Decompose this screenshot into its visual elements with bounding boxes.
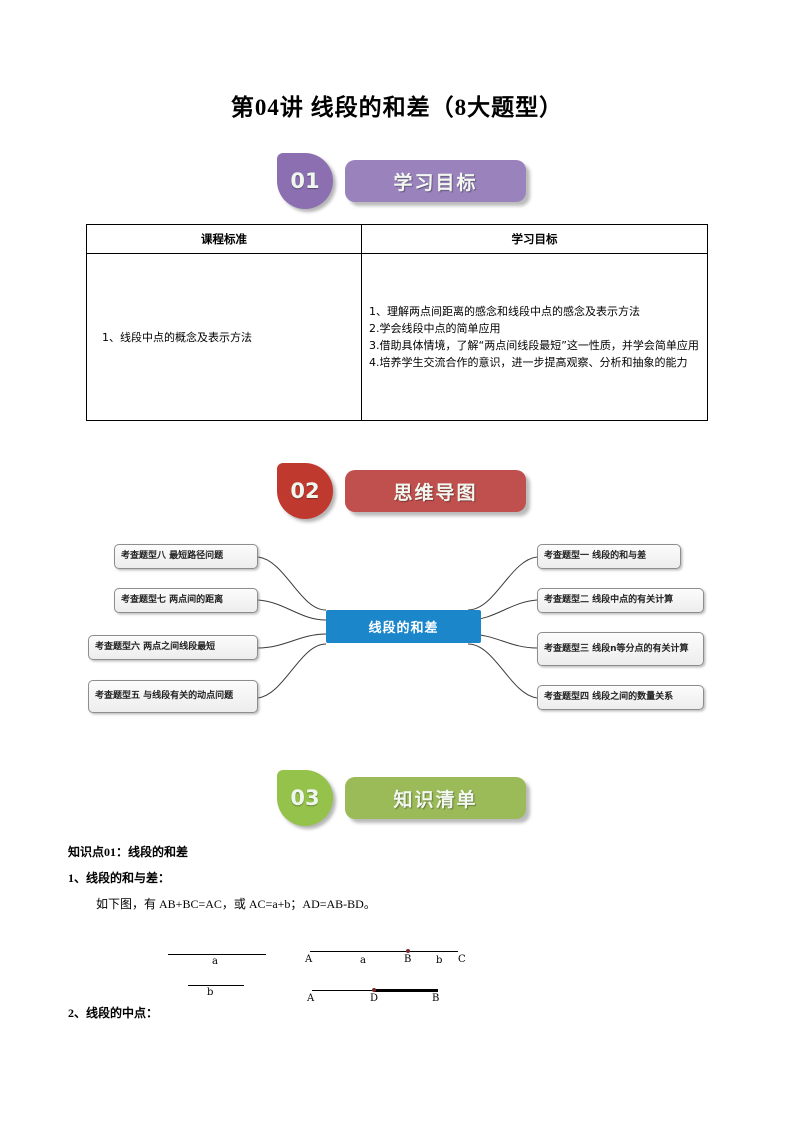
mindmap-node-right-3[interactable]: 考查题型三 线段n等分点的有关计算 — [537, 632, 704, 666]
page-title: 第04讲 线段的和差（8大题型） — [230, 95, 564, 120]
section-badge-02: 02 — [277, 463, 333, 519]
knowledge-item1-text: 如下图，有 AB+BC=AC，或 AC=a+b；AD=AB-BD。 — [96, 897, 376, 911]
objective-item-3: 3.借助具体情境，了解“两点间线段最短”这一性质，并学会简单应用 — [369, 339, 699, 352]
segment-b-line — [188, 985, 244, 986]
diagram1-label-a-point: A — [305, 954, 313, 965]
mindmap-node-right-4[interactable]: 考查题型四 线段之间的数量关系 — [537, 685, 704, 710]
diagram1-label-b-seg: b — [436, 955, 443, 966]
diagram2-line-thick — [374, 989, 438, 992]
segment-a-line — [168, 954, 266, 955]
cell-learning-objectives: 1、理解两点间距离的感念和线段中点的感念及表示方法 2.学会线段中点的简单应用 … — [361, 253, 708, 421]
objective-item-2: 2.学会线段中点的简单应用 — [369, 322, 501, 335]
diagram1-point-b-dot — [406, 949, 410, 953]
knowledge-item2-title-row: 2、线段的中点： — [0, 1004, 794, 1021]
table-header-row: 课程标准 学习目标 — [86, 224, 708, 254]
table-header-standard: 课程标准 — [86, 224, 362, 254]
diagram2-label-d-point: D — [370, 993, 379, 1004]
mindmap-node-left-3[interactable]: 考查题型六 两点之间线段最短 — [88, 635, 258, 660]
knowledge-item1-title-row: 1、线段的和与差： — [0, 869, 794, 886]
section-header-02: 02 思维导图 — [0, 460, 794, 524]
diagram2-point-d-dot — [372, 988, 376, 992]
section-bar-02: 思维导图 — [345, 470, 526, 512]
mindmap: 考查题型八 最短路径问题 考查题型七 两点间的距离 考查题型六 两点之间线段最短… — [0, 530, 794, 730]
section-badge-03: 03 — [277, 770, 333, 826]
mindmap-node-left-2[interactable]: 考查题型七 两点间的距离 — [114, 588, 258, 613]
segment-figures: a b A a B b C A D B — [0, 940, 794, 1020]
objective-item-1: 1、理解两点间距离的感念和线段中点的感念及表示方法 — [369, 305, 640, 318]
diagram1-label-c-point: C — [458, 954, 466, 965]
diagram2-line-thin — [312, 990, 376, 991]
diagram1-label-b-point: B — [404, 954, 412, 965]
mindmap-node-right-1[interactable]: 考查题型一 线段的和与差 — [537, 544, 681, 569]
table-header-objective: 学习目标 — [361, 224, 708, 254]
diagram2-label-a-point: A — [307, 993, 315, 1004]
knowledge-item1-text-row: 如下图，有 AB+BC=AC，或 AC=a+b；AD=AB-BD。 — [0, 895, 794, 912]
section-bar-03: 知识清单 — [345, 777, 526, 819]
mindmap-node-left-4[interactable]: 考查题型五 与线段有关的动点问题 — [88, 680, 258, 713]
objective-item-4: 4.培养学生交流合作的意识，进一步提高观察、分析和抽象的能力 — [369, 356, 688, 369]
segment-a-label: a — [212, 956, 218, 967]
learning-goals-table: 课程标准 学习目标 1、线段中点的概念及表示方法 1、理解两点间距离的感念和线段… — [86, 224, 708, 421]
section-badge-01: 01 — [277, 153, 333, 209]
knowledge-item2-title: 2、线段的中点： — [68, 1006, 159, 1020]
mindmap-node-right-2[interactable]: 考查题型二 线段中点的有关计算 — [537, 588, 704, 613]
table-row: 1、线段中点的概念及表示方法 1、理解两点间距离的感念和线段中点的感念及表示方法… — [86, 253, 708, 421]
section-header-01: 01 学习目标 — [0, 150, 794, 214]
knowledge-point-title: 知识点01：线段的和差 — [68, 845, 189, 859]
mindmap-node-left-1[interactable]: 考查题型八 最短路径问题 — [114, 544, 258, 569]
knowledge-item1-title: 1、线段的和与差： — [68, 871, 171, 885]
cell-course-standard: 1、线段中点的概念及表示方法 — [86, 253, 362, 421]
section-bar-01: 学习目标 — [345, 160, 526, 202]
segment-b-label: b — [207, 987, 214, 998]
section-header-03: 03 知识清单 — [0, 767, 794, 831]
diagram1-label-a-seg: a — [360, 955, 366, 966]
diagram2-label-b-point: B — [432, 993, 440, 1004]
diagram1-line — [310, 951, 458, 952]
knowledge-point-title-row: 知识点01：线段的和差 — [0, 843, 794, 860]
mindmap-center-node[interactable]: 线段的和差 — [326, 610, 481, 643]
